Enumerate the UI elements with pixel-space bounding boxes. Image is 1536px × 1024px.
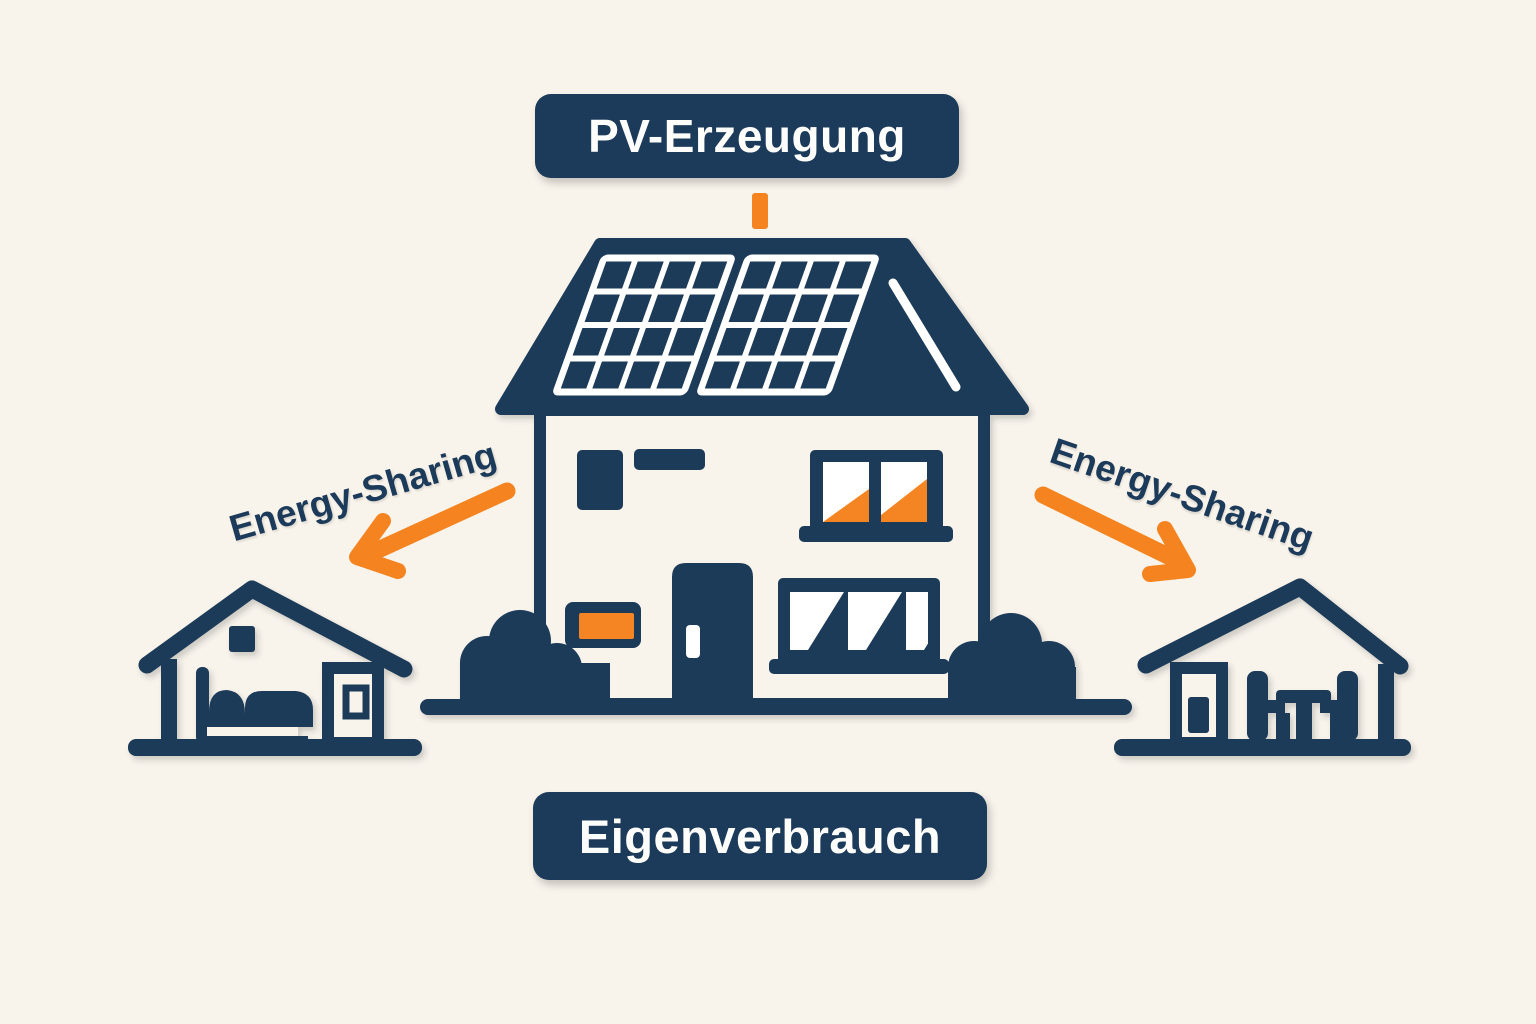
ground-line <box>420 699 1132 715</box>
right-house-roof <box>1137 578 1409 675</box>
share-arrow-left-icon <box>349 482 516 579</box>
right-house-baseline <box>1114 739 1411 756</box>
main-house-icon <box>420 238 1132 715</box>
upper-window-icon <box>799 450 953 542</box>
share-arrow-right-icon <box>1034 486 1196 582</box>
pv-generation-label: PV-Erzeugung <box>535 94 959 178</box>
self-consumption-label: Eigenverbrauch <box>533 792 987 880</box>
right-house-wall <box>1378 664 1394 743</box>
attic-vent <box>634 449 705 470</box>
wall-vent-icon <box>565 602 641 648</box>
right-house-icon <box>1114 578 1411 756</box>
roof-highlight <box>888 278 961 392</box>
left-house-annex-window <box>342 684 370 720</box>
lower-window-icon <box>769 578 949 674</box>
right-house-annex-window <box>1188 697 1209 733</box>
left-house-icon <box>128 580 422 756</box>
door-icon <box>672 563 753 706</box>
left-house-roof <box>138 580 413 678</box>
left-house-wall <box>161 659 177 743</box>
dining-set-icon <box>1247 671 1358 741</box>
door-handle <box>686 625 700 658</box>
bush-left-icon <box>460 610 610 704</box>
pv-flow-dash <box>752 193 768 229</box>
solar-panel-right-icon <box>697 254 879 396</box>
bush-right-icon <box>948 613 1076 704</box>
left-house-baseline <box>128 739 422 756</box>
self-consumption-text: Eigenverbrauch <box>578 809 942 863</box>
attic-window <box>577 450 623 510</box>
solar-panel-left-icon <box>553 254 735 396</box>
bed-icon <box>196 667 313 743</box>
left-house-gable-window <box>229 626 255 652</box>
pv-generation-text: PV-Erzeugung <box>588 110 906 162</box>
